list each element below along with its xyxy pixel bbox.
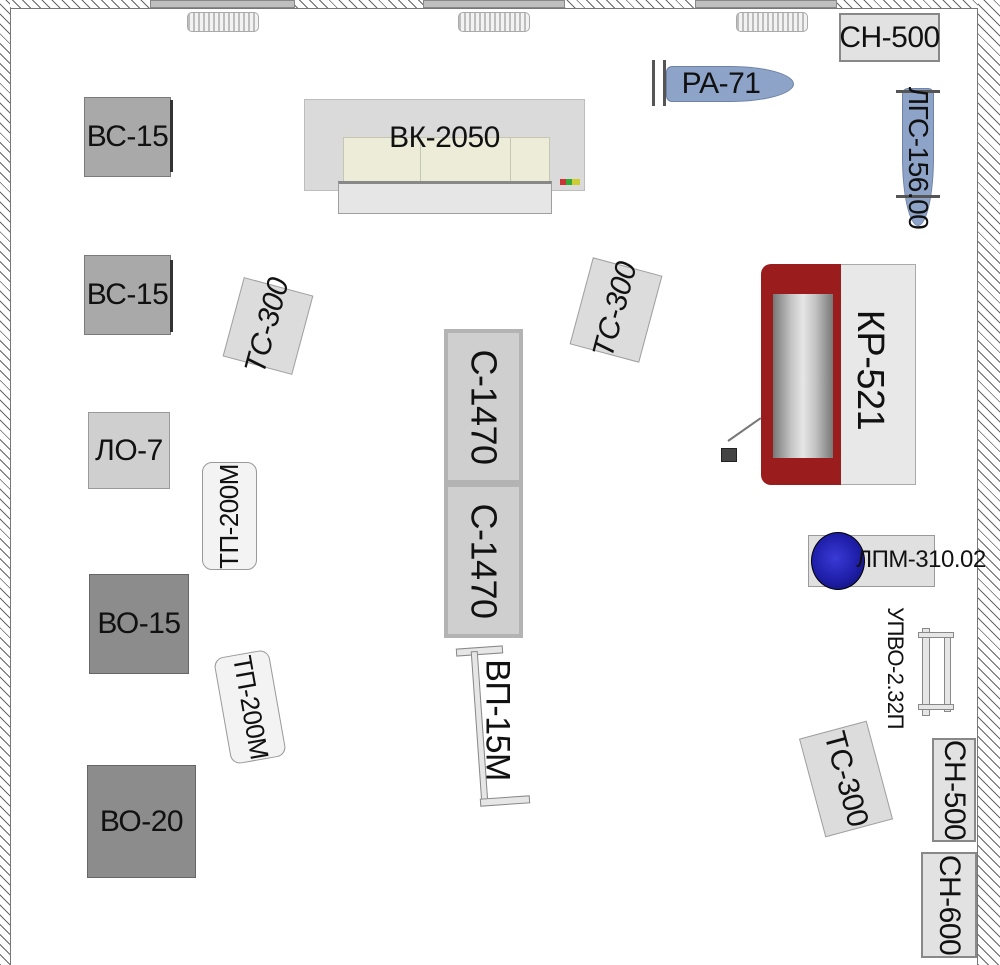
vp15m-label-box: ВП-15М — [478, 659, 518, 781]
tp200m-press-upper[interactable]: ТП-200М — [202, 462, 257, 570]
ra71-stand — [652, 60, 666, 106]
sn600-label: СН-600 — [933, 854, 966, 956]
ts300-label-left: ТС-300 — [239, 274, 297, 378]
s1470-label-bottom: С-1470 — [463, 502, 505, 619]
wall-right — [978, 0, 1000, 965]
kr521-red-stripe — [837, 264, 841, 485]
wall-left-inner-line — [10, 8, 11, 965]
lgs156-board[interactable] — [902, 88, 934, 226]
ts300-table-right[interactable]: ТС-300 — [798, 720, 894, 838]
window-1 — [150, 0, 295, 8]
vs15-bottom-edge — [170, 260, 173, 332]
lo7-machine[interactable]: ЛО-7 — [88, 412, 170, 489]
vp15m-label: ВП-15М — [479, 659, 517, 781]
wall-top-inner-line — [10, 8, 978, 9]
window-2 — [423, 0, 565, 8]
vk2050-panel-1 — [343, 137, 422, 184]
vs15-top-edge — [170, 100, 173, 172]
upvo-bar-top — [918, 632, 954, 638]
upvo-bar-bottom — [918, 704, 954, 710]
ts300-label-middle: ТС-300 — [587, 258, 645, 362]
upvo-label: УПВО-2.32П — [883, 607, 908, 729]
s1470-label-top: С-1470 — [463, 348, 505, 465]
lo7-label: ЛО-7 — [95, 433, 163, 467]
sn500-label-right: СН-500 — [938, 739, 971, 841]
s1470-table-top[interactable]: С-1470 — [444, 329, 523, 484]
kr521-label: КР-521 — [849, 309, 892, 431]
upvo-rail-right — [944, 632, 951, 712]
upvo-frame[interactable] — [918, 628, 954, 716]
lpm310-label: ЛПМ-310.02 — [856, 546, 986, 573]
ts300-label-right: ТС-300 — [817, 727, 875, 831]
vo20-label: ВО-20 — [99, 804, 184, 838]
ts300-table-middle[interactable]: ТС-300 — [569, 257, 663, 363]
radiator-3 — [736, 12, 808, 32]
upvo-rail-left — [922, 628, 930, 716]
sn500-top[interactable]: СН-500 — [839, 13, 940, 62]
vk2050-label-box: ВК-2050 — [304, 118, 585, 158]
tp200m-label-lower: ТП-200М — [226, 652, 275, 762]
kr521-control-panel[interactable] — [721, 448, 737, 462]
vk2050-machine[interactable] — [304, 99, 585, 191]
s1470-table-bottom[interactable]: С-1470 — [444, 483, 523, 638]
kr521-roller — [773, 294, 833, 458]
tp200m-press-lower[interactable]: ТП-200М — [213, 648, 287, 766]
sn600-right[interactable]: СН-600 — [921, 852, 977, 958]
vo20-machine[interactable]: ВО-20 — [87, 765, 196, 878]
kr521-control-cable — [727, 417, 762, 442]
vk2050-label: ВК-2050 — [389, 121, 500, 154]
vs15-label-bottom: ВС-15 — [86, 278, 169, 311]
vo15-label: ВО-15 — [97, 607, 181, 640]
vk2050-tray — [338, 181, 552, 214]
lgs156-label-box: ЛГС-156.00 — [900, 87, 936, 229]
kr521-label-box: КР-521 — [845, 305, 895, 435]
lgs156-stand — [896, 90, 940, 198]
ra71-label-box: РА-71 — [666, 66, 776, 102]
ts300-table-left[interactable]: ТС-300 — [222, 274, 314, 378]
wall-right-inner-line — [977, 8, 978, 965]
vs15-machine-top[interactable]: ВС-15 — [84, 97, 171, 177]
lpm310-label-box: ЛПМ-310.02 — [856, 542, 986, 578]
vk2050-panel-2 — [420, 137, 512, 184]
ra71-board[interactable] — [666, 66, 794, 102]
kr521-ironer[interactable] — [761, 264, 916, 485]
lpm310-head-icon — [811, 532, 865, 590]
ra71-label: РА-71 — [681, 67, 761, 100]
radiator-2 — [458, 12, 530, 32]
radiator-1 — [187, 12, 259, 32]
upvo-label-box: УПВО-2.32П — [877, 607, 913, 729]
vk2050-control-lights — [560, 179, 580, 185]
lgs156-label: ЛГС-156.00 — [903, 86, 934, 230]
wall-left — [0, 0, 10, 965]
sn500-right[interactable]: СН-500 — [932, 738, 976, 842]
sn500-label-top: СН-500 — [839, 20, 940, 54]
window-3 — [695, 0, 837, 8]
vs15-label-top: ВС-15 — [86, 120, 169, 153]
vs15-machine-bottom[interactable]: ВС-15 — [84, 255, 171, 335]
vp15m-bar-top — [455, 645, 504, 657]
vo15-machine[interactable]: ВО-15 — [89, 574, 189, 674]
tp200m-label-upper: ТП-200М — [214, 463, 245, 569]
